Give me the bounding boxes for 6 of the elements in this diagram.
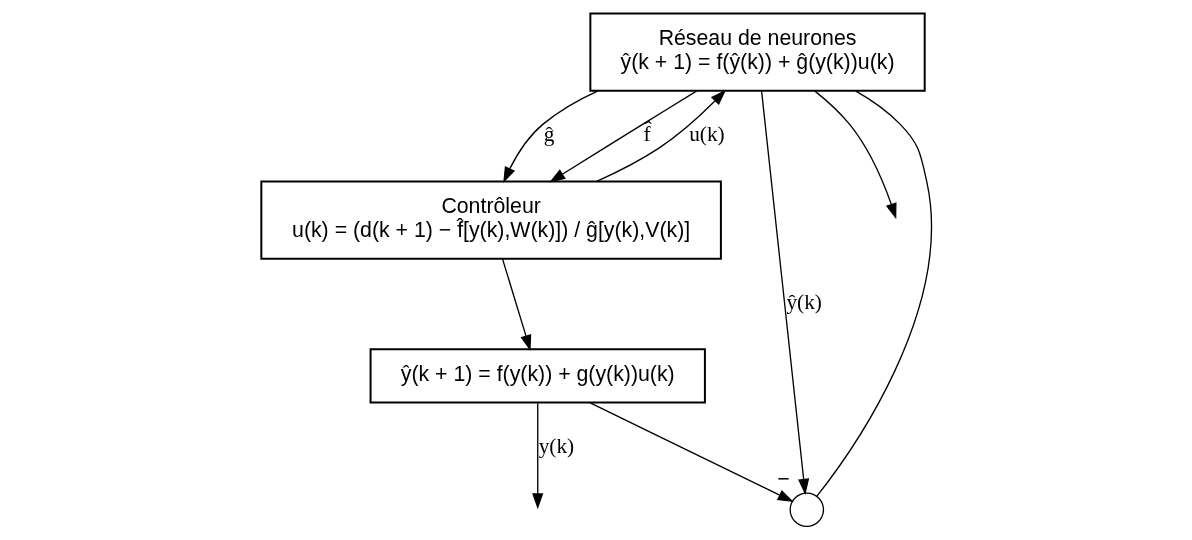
node-label: − <box>776 467 790 492</box>
edge-label: ŷ(k) <box>785 290 822 315</box>
edge-label: ĝ <box>543 122 554 147</box>
edge-label: y(k) <box>538 433 574 458</box>
edge-label: u(k) <box>688 122 725 147</box>
edge-label: f̂ <box>642 122 651 147</box>
